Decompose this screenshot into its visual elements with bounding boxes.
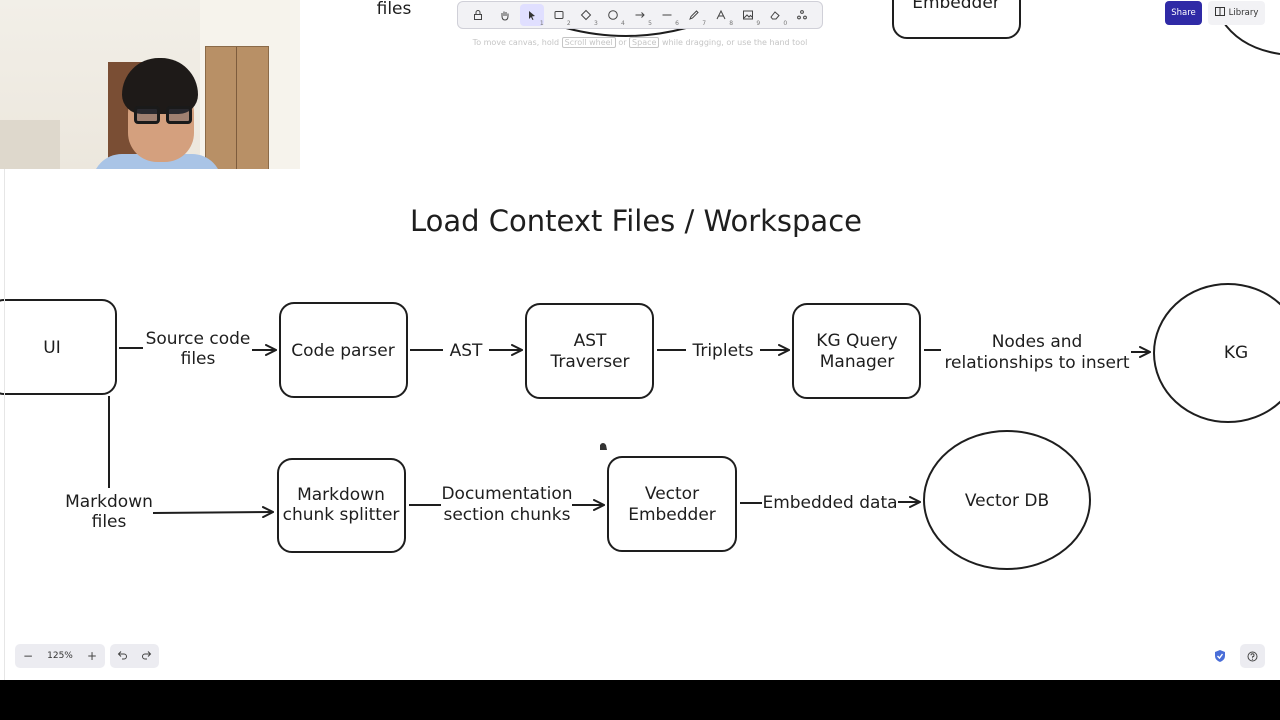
markdown-splitter-node[interactable] [277, 458, 406, 553]
partial-embedder-box [892, 0, 1021, 39]
lock-icon[interactable] [466, 4, 490, 26]
kg-query-manager-node[interactable] [792, 303, 921, 399]
ellipse-tool-key: 4 [621, 20, 625, 27]
edge-markdown-label-2: files [92, 512, 127, 532]
library-icon [1214, 7, 1225, 19]
diagram-title: Load Context Files / Workspace [410, 204, 862, 238]
vector-embedder-node[interactable] [607, 456, 737, 552]
edge-ast-label: AST [450, 341, 483, 361]
edge-markdown-to-splitter-arrow [152, 512, 273, 513]
ast-traverser-label-1: AST [574, 331, 607, 351]
image-tool-icon[interactable]: 9 [736, 4, 761, 27]
vector-embedder-label-2: Embedder [628, 505, 716, 525]
webcam-shelf [0, 120, 60, 169]
zoom-out-button[interactable]: − [22, 649, 34, 663]
rectangle-tool-icon[interactable]: 2 [547, 4, 571, 27]
zoom-controls: − 125% + [15, 644, 105, 668]
ellipse-tool-icon[interactable]: 4 [601, 4, 625, 27]
ui-node-label: UI [43, 338, 60, 358]
draw-tool-icon[interactable]: 7 [682, 4, 707, 27]
zoom-in-button[interactable]: + [86, 649, 98, 663]
history-controls [110, 644, 159, 668]
kg-node[interactable] [1153, 283, 1280, 423]
edge-triplets-label: Triplets [691, 341, 753, 361]
edge-doc-chunks-label-1: Documentation [441, 484, 572, 504]
code-parser-label: Code parser [291, 341, 394, 361]
edge-source-code-label-2: files [181, 349, 216, 369]
canvas-hint: To move canvas, hold Scroll wheel or Spa… [470, 37, 810, 48]
cursor-hand-icon [600, 443, 607, 450]
text-tool-icon[interactable]: 8 [709, 4, 734, 27]
code-parser-node[interactable] [279, 302, 408, 398]
ast-traverser-node[interactable] [525, 303, 654, 399]
diamond-tool-icon[interactable]: 3 [574, 4, 598, 27]
selection-tool-icon[interactable]: 1 [519, 4, 544, 27]
zoom-level[interactable]: 125% [47, 651, 73, 661]
redo-icon[interactable] [141, 649, 152, 663]
kg-query-manager-label-1: KG Query [816, 331, 897, 351]
webcam-glasses [130, 106, 196, 126]
kg-query-manager-label-2: Manager [820, 352, 895, 372]
shield-check-icon[interactable] [1211, 647, 1229, 665]
partial-circle-topright [1221, 19, 1280, 55]
rectangle-tool-key: 2 [566, 20, 571, 27]
arrow-tool-key: 5 [648, 20, 652, 27]
selection-tool-key: 1 [539, 20, 544, 27]
help-button[interactable] [1240, 644, 1265, 668]
markdown-splitter-label-2: chunk splitter [283, 505, 400, 525]
edge-nodes-rel-label-1: Nodes and [992, 332, 1083, 352]
hint-suffix: while dragging, or use the hand tool [661, 38, 808, 47]
share-button-label: Share [1171, 8, 1196, 18]
help-icon [1247, 647, 1258, 666]
more-tools-icon[interactable] [790, 4, 814, 26]
vector-embedder-label-1: Vector [645, 484, 699, 504]
library-button[interactable]: Library [1208, 1, 1265, 25]
draw-tool-key: 7 [702, 20, 707, 27]
hint-or: or [618, 38, 627, 47]
diagram-svg: files Embedder Load Context Files / Work… [0, 0, 1280, 570]
partial-embedder-label: Embedder [912, 0, 1000, 13]
edge-embedded-data-label: Embedded data [762, 493, 897, 513]
partial-ellipse-top [565, 27, 687, 37]
library-button-label: Library [1228, 8, 1259, 18]
ast-traverser-label-2: Traverser [549, 352, 629, 372]
line-tool-key: 6 [675, 20, 679, 27]
image-tool-key: 9 [756, 20, 761, 27]
edge-markdown-label-1: Markdown [65, 492, 153, 512]
webcam-wardrobe [205, 46, 269, 169]
partial-files-label: files [377, 0, 412, 19]
ui-node[interactable] [0, 299, 117, 395]
eraser-tool-icon[interactable]: 0 [763, 4, 788, 27]
kg-node-label: KG [1224, 343, 1248, 363]
hint-key-space: Space [629, 37, 660, 48]
text-tool-key: 8 [729, 20, 734, 27]
share-button[interactable]: Share [1165, 1, 1202, 25]
canvas-edge [4, 168, 5, 680]
line-tool-icon[interactable]: 6 [655, 4, 679, 27]
arrow-tool-icon[interactable]: 5 [628, 4, 652, 27]
edge-source-code-label-1: Source code [146, 329, 251, 349]
eraser-tool-key: 0 [783, 20, 788, 27]
vector-db-label: Vector DB [965, 491, 1049, 511]
webcam-hair [122, 58, 198, 114]
edge-nodes-rel-label-2: relationships to insert [944, 353, 1129, 373]
markdown-splitter-label-1: Markdown [297, 485, 385, 505]
edge-doc-chunks-label-2: section chunks [443, 505, 570, 525]
hand-tool-icon[interactable] [493, 4, 517, 26]
diamond-tool-key: 3 [593, 20, 598, 27]
undo-icon[interactable] [117, 649, 128, 663]
hint-key-scroll: Scroll wheel [561, 37, 616, 48]
screen-bottom-bar [0, 680, 1280, 720]
hint-prefix: To move canvas, hold [472, 38, 560, 47]
drawing-toolbar: 1 2 3 4 5 6 7 8 9 0 [457, 1, 823, 29]
webcam-video [0, 0, 300, 169]
vector-db-node[interactable] [923, 430, 1091, 570]
